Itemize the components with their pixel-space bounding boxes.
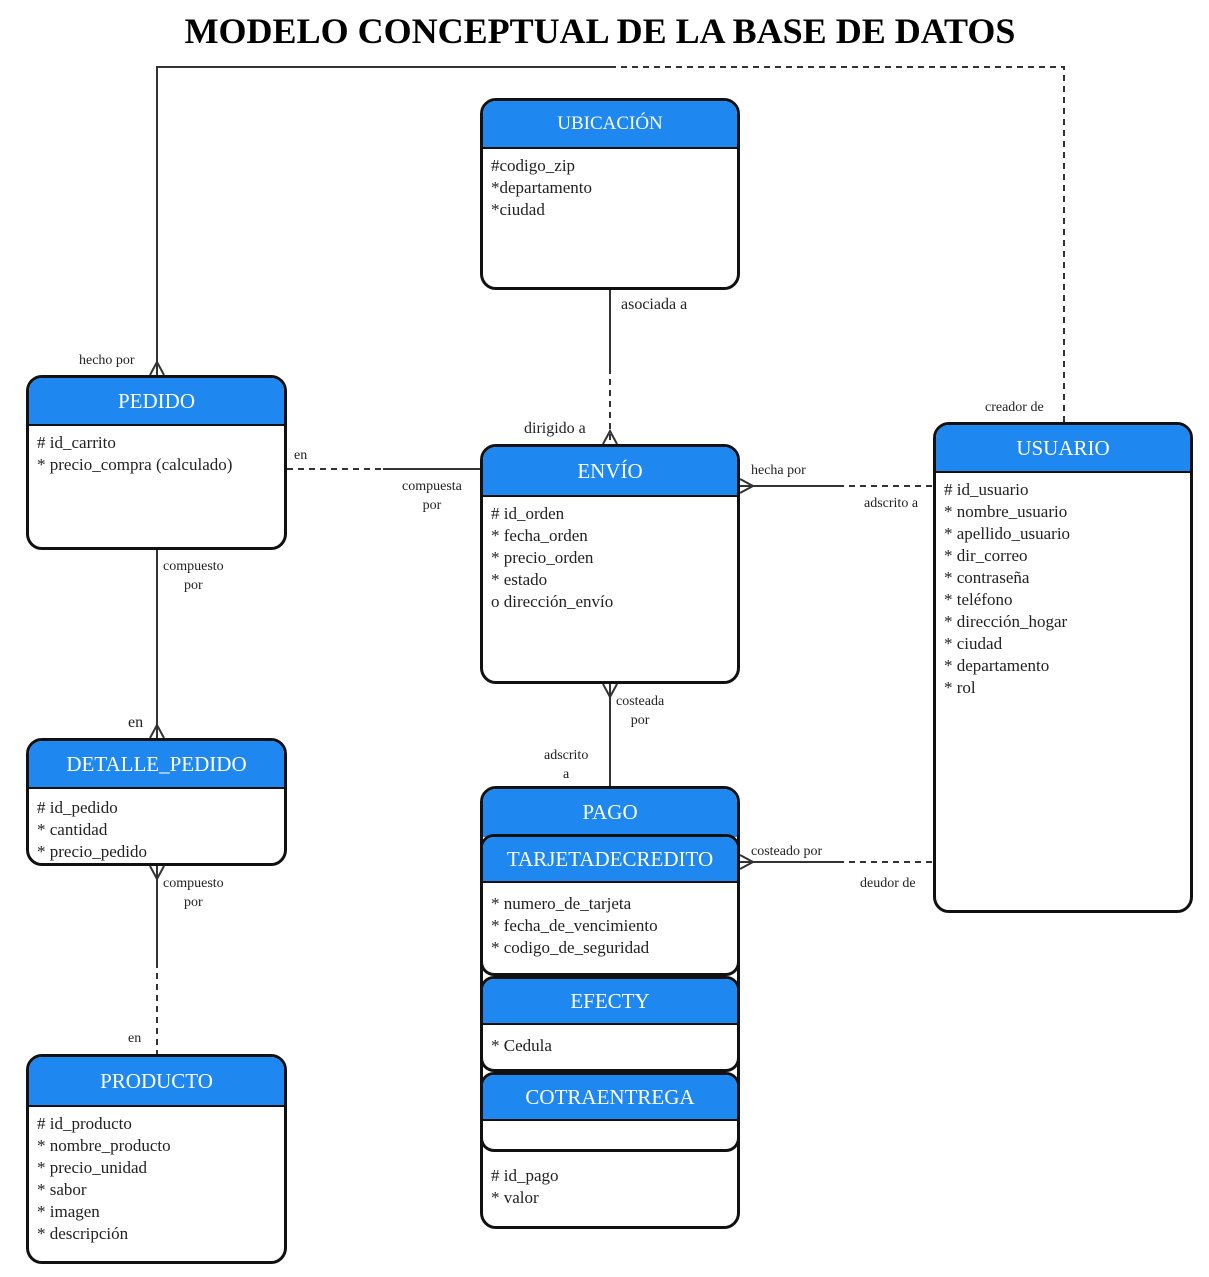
crowfoot-tarjeta-right [739,854,756,870]
crowfoot-envio-top [602,428,618,445]
entity-envio: ENVÍO # id_orden * fecha_orden * precio_… [480,444,740,684]
entity-detalle-pedido-attributes: # id_pedido * cantidad * precio_pedido [37,798,147,861]
entity-usuario-header: USUARIO [936,425,1190,473]
crowfoot-detalle-bottom [149,865,165,882]
label-hecho-por: hecho por [79,353,135,368]
label-deudor-de: deudor de [860,876,916,891]
label-dirigido-a: dirigido a [524,420,586,437]
crowfoot-pedido-top [149,359,165,376]
entity-envio-header: ENVÍO [483,447,737,497]
subtype-tarjeta-header: TARJETADECREDITO [483,837,737,883]
crowfoot-envio-bottom [602,683,618,700]
diagram-title: MODELO CONCEPTUAL DE LA BASE DE DATOS [184,11,1016,51]
rel-pedido-usuario-dashed [610,66,1065,422]
label-compuesta-por: compuesta por [402,479,462,513]
crowfoot-envio-right [739,478,756,494]
entity-usuario: USUARIO # id_usuario * nombre_usuario * … [933,422,1193,913]
rel-pedido-usuario-solid [156,66,610,375]
label-adscrito-a-pago: adscrito a [544,748,589,782]
entity-pago-header: PAGO [483,789,737,837]
subtype-tarjeta: TARJETADECREDITO * numero_de_tarjeta * f… [480,834,740,976]
entity-envio-attributes: # id_orden * fecha_orden * precio_orden … [491,504,614,611]
crowfoot-detalle-top [149,722,165,739]
label-en-detalle: en [128,714,144,731]
label-compuesto-por-pedido: compuesto por [163,559,224,593]
label-en-producto: en [128,1031,142,1046]
label-compuesto-por-detalle: compuesto por [163,876,224,910]
label-adscrito-a-usuario: adscrito a [864,496,919,511]
label-hecha-por: hecha por [751,463,806,478]
entity-pedido-header: PEDIDO [29,378,284,426]
subtype-contraentrega: COTRAENTREGA [480,1072,740,1152]
subtype-efecty-header: EFECTY [483,979,737,1025]
entity-ubicacion: UBICACIÓN #codigo_zip *departamento *ciu… [480,98,740,290]
entity-producto-attributes: # id_producto * nombre_producto * precio… [37,1114,171,1243]
entity-detalle-pedido: DETALLE_PEDIDO # id_pedido * cantidad * … [26,738,287,866]
subtype-contraentrega-header: COTRAENTREGA [483,1075,737,1121]
entity-pago-attributes: # id_pago * valor [491,1166,559,1207]
label-creador-de: creador de [985,400,1044,415]
entity-pedido: PEDIDO # id_carrito * precio_compra (cal… [26,375,287,550]
entity-detalle-pedido-header: DETALLE_PEDIDO [29,741,284,789]
label-costeada-por: costeada por [616,694,665,728]
label-costeado-por: costeado por [751,844,823,859]
subtype-efecty: EFECTY * Cedula [480,976,740,1072]
label-en-pedido: en [294,448,308,463]
entity-producto: PRODUCTO # id_producto * nombre_producto… [26,1054,287,1264]
subtype-efecty-attributes: * Cedula [491,1036,552,1055]
entity-pedido-attributes: # id_carrito * precio_compra (calculado) [37,433,233,474]
entity-ubicacion-header: UBICACIÓN [483,101,737,149]
entity-usuario-attributes: # id_usuario * nombre_usuario * apellido… [944,480,1071,697]
entity-ubicacion-attributes: #codigo_zip *departamento *ciudad [491,156,593,219]
subtype-contraentrega-attributes [483,1121,737,1133]
label-asociada-a: asociada a [621,296,688,313]
entity-producto-header: PRODUCTO [29,1057,284,1107]
subtype-tarjeta-attributes: * numero_de_tarjeta * fecha_de_vencimien… [491,894,658,957]
